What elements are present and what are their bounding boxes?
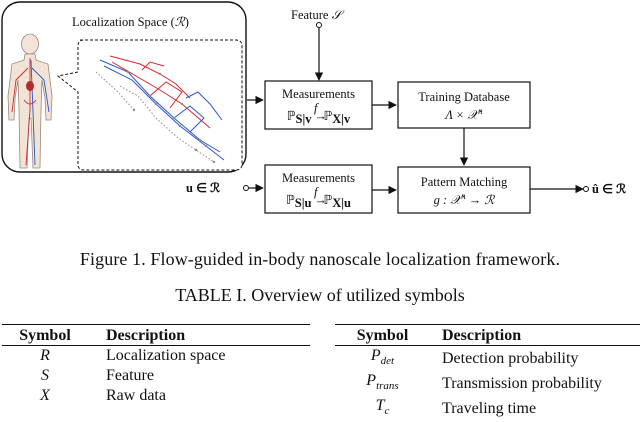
measurements-box-u — [264, 164, 373, 214]
table-row: Tc Traveling time — [335, 396, 640, 421]
symbol-cell: Pdet — [370, 347, 395, 368]
symbol-cell: S — [41, 367, 49, 384]
figure-caption: Figure 1. Flow-guided in-body nanoscale … — [79, 249, 561, 269]
header-description: Description — [442, 327, 522, 344]
feature-node — [316, 22, 322, 28]
body-vessels — [11, 58, 50, 166]
measurements-v-label: Measurements — [282, 87, 355, 101]
measurements-v-expr: ℙS|v→fℙX|v — [287, 101, 351, 126]
table-header-row: Symbol Description — [335, 324, 640, 346]
symbols-table-right: Symbol Description Pdet Detection probab… — [335, 324, 640, 422]
pattern-matching-label: Pattern Matching — [421, 175, 508, 189]
output-node — [583, 186, 589, 192]
pattern-matching-box — [397, 166, 531, 214]
measurements-u-expr: ℙS|u→fℙX|u — [286, 185, 351, 210]
table-header-row: Symbol Description — [2, 324, 310, 346]
symbols-table-left: Symbol Description R Localization space … — [2, 324, 310, 406]
description-cell: Detection probability — [442, 349, 579, 367]
header-description: Description — [106, 327, 186, 344]
symbol-cell: X — [40, 387, 50, 404]
description-cell: Raw data — [106, 387, 166, 404]
header-symbol: Symbol — [19, 327, 71, 344]
input-label: u ∈ ℛ — [186, 181, 221, 195]
vessel-graph — [95, 55, 225, 163]
framework-diagram: Localization Space (ℛ) Feature 𝒮 — [1, 1, 627, 214]
input-node — [243, 185, 249, 191]
symbol-cell: R — [40, 347, 50, 364]
table-row: Pdet Detection probability — [335, 346, 640, 372]
localization-space-frame — [1, 1, 247, 173]
table-row: Ptrans Transmission probability — [335, 371, 640, 396]
measurements-box-v — [264, 80, 373, 130]
localization-space-title: Localization Space (ℛ) — [72, 15, 189, 29]
measurements-u-label: Measurements — [282, 171, 355, 185]
table-row: X Raw data — [2, 386, 310, 406]
table-caption: TABLE I. Overview of utilized symbols — [175, 285, 465, 305]
description-cell: Localization space — [106, 347, 226, 364]
training-database-expr: Λ × 𝒳n — [444, 106, 483, 122]
pattern-matching-expr: g : 𝒳n → ℛ — [434, 191, 496, 207]
symbol-cell: Ptrans — [366, 372, 399, 393]
table-row: R Localization space — [2, 346, 310, 367]
zoom-bubble — [56, 39, 243, 171]
header-symbol: Symbol — [356, 327, 409, 344]
description-cell: Traveling time — [442, 399, 537, 417]
feature-label: Feature 𝒮 — [291, 8, 345, 22]
symbol-cell: Tc — [375, 397, 390, 418]
description-cell: Transmission probability — [442, 374, 602, 392]
training-database-box — [397, 81, 531, 129]
training-database-label: Training Database — [418, 90, 510, 104]
table-row: S Feature — [2, 366, 310, 386]
description-cell: Feature — [106, 367, 154, 384]
output-label: û ∈ ℛ — [592, 182, 627, 196]
vessel-nodes — [126, 70, 216, 164]
